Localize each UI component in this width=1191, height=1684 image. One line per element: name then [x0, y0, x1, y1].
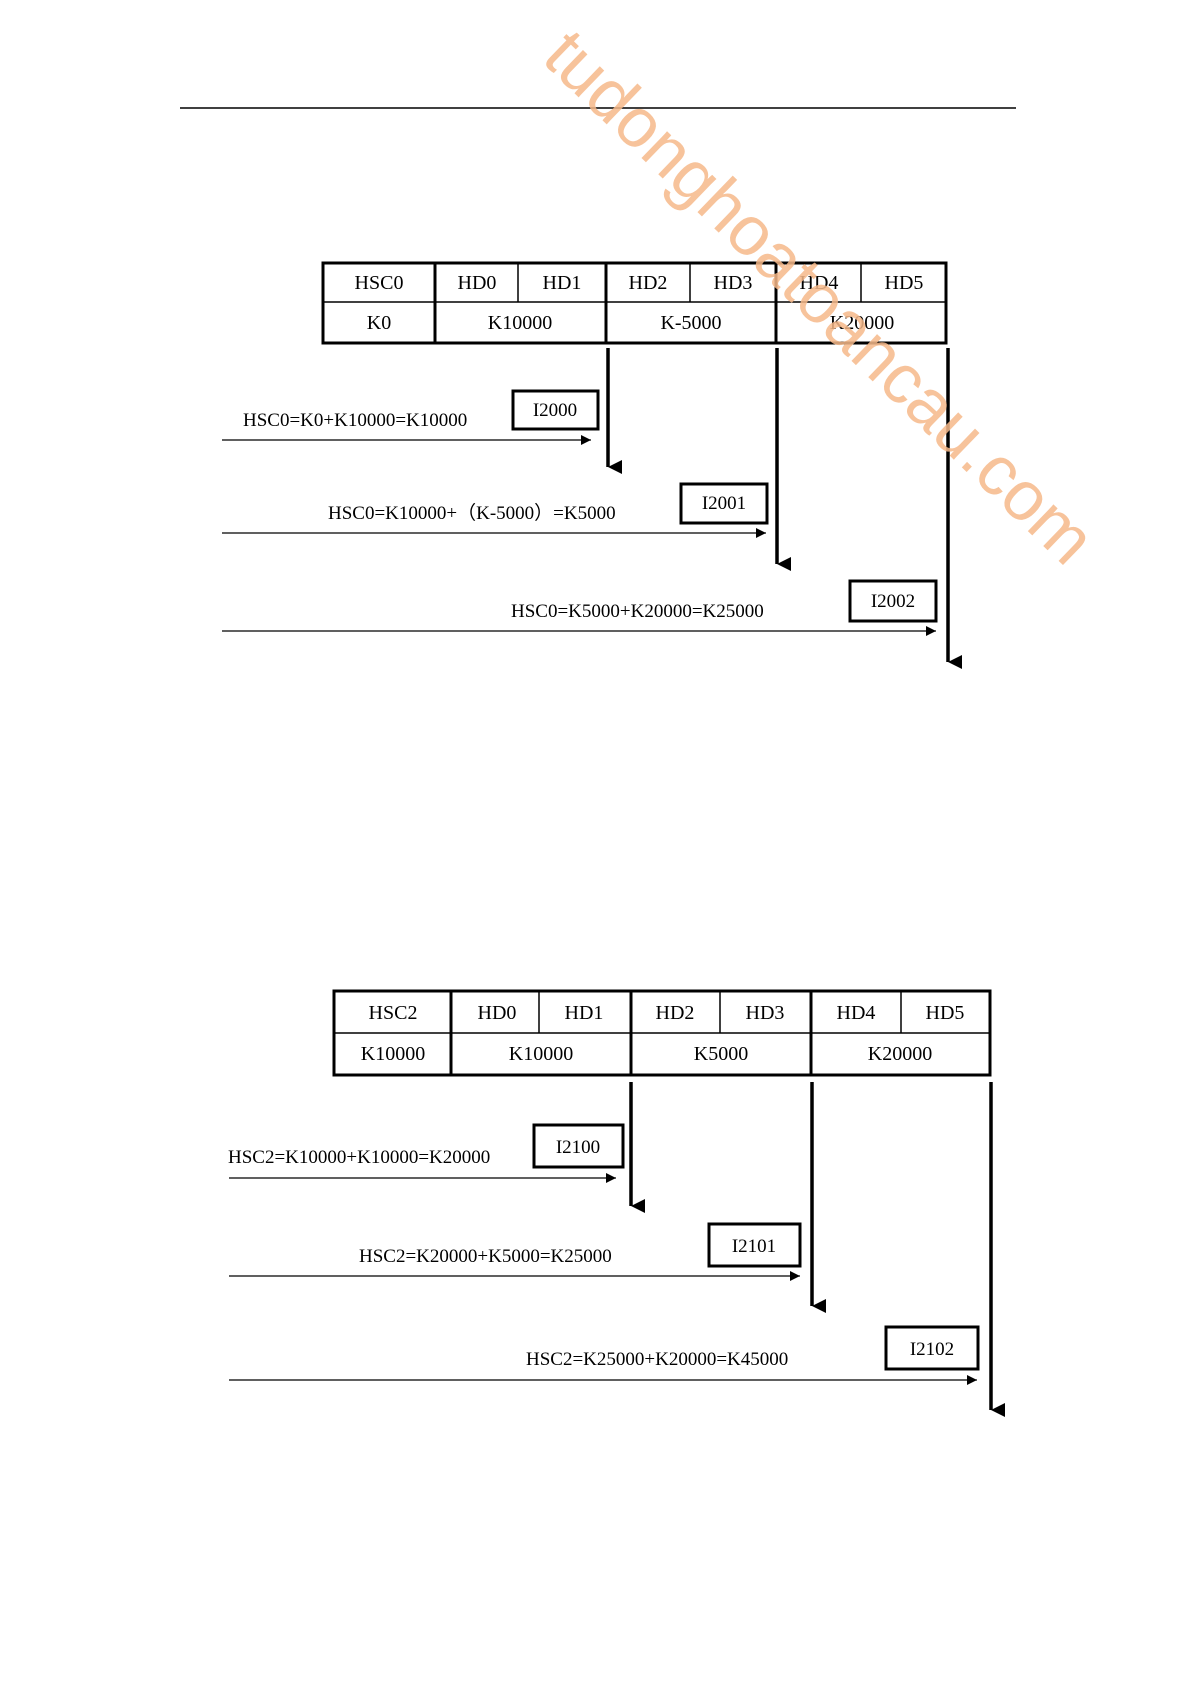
register-cell: HD1: [543, 272, 582, 294]
diagram-1: HSC0 HD0 HD1 HD2 HD3 HD4 HD5 K0 K10000 K…: [222, 261, 962, 669]
value-cell: K5000: [694, 1043, 748, 1065]
register-cell: HD0: [458, 272, 497, 294]
value-cell: K10000: [361, 1043, 425, 1065]
interrupt-box: [679, 482, 769, 525]
interrupt-box: [511, 389, 600, 431]
register-cell: HD2: [656, 1002, 695, 1024]
register-cell: HD0: [478, 1002, 517, 1024]
register-cell: HD5: [885, 272, 924, 294]
register-cell: HSC0: [355, 272, 404, 294]
interrupt-label: I2102: [910, 1339, 954, 1360]
interrupt-box: [707, 1222, 802, 1268]
register-table: HSC2 HD0 HD1 HD2 HD3 HD4 HD5 K10000 K100…: [332, 989, 992, 1077]
interrupt-box: [532, 1123, 625, 1169]
value-cell: K10000: [488, 312, 552, 334]
register-table: HSC0 HD0 HD1 HD2 HD3 HD4 HD5 K0 K10000 K…: [321, 261, 948, 345]
table-border: [321, 261, 948, 345]
value-cell: K10000: [509, 1043, 573, 1065]
register-cell: HD4: [837, 1002, 876, 1024]
interrupt-label: I2002: [871, 591, 915, 612]
step-equation: HSC0=K0+K10000=K10000: [243, 410, 467, 431]
register-cell: HD1: [565, 1002, 604, 1024]
step-equation: HSC2=K20000+K5000=K25000: [359, 1246, 612, 1267]
value-cell: K-5000: [660, 312, 721, 334]
interrupt-box: [848, 579, 938, 623]
interrupt-label: I2000: [533, 400, 577, 421]
interrupt-label: I2100: [556, 1137, 600, 1158]
value-cell: K20000: [830, 312, 894, 334]
register-cell: HD3: [746, 1002, 785, 1024]
watermark-text: tudonghoatoancau.com: [530, 15, 1111, 579]
step-equation: HSC0=K5000+K20000=K25000: [511, 601, 764, 622]
diagram-2: HSC2 HD0 HD1 HD2 HD3 HD4 HD5 K10000 K100…: [228, 989, 1005, 1417]
step-equation: HSC0=K10000+（K-5000）=K5000: [328, 502, 616, 524]
register-cell: HD2: [629, 272, 668, 294]
register-cell: HD5: [926, 1002, 965, 1024]
interrupt-label: I2101: [732, 1236, 776, 1257]
step-equation: HSC2=K10000+K10000=K20000: [228, 1147, 490, 1168]
step-equation: HSC2=K25000+K20000=K45000: [526, 1349, 788, 1370]
value-cell: K0: [367, 312, 391, 334]
interrupt-box: [884, 1325, 980, 1371]
register-cell: HD4: [800, 272, 839, 294]
value-cell: K20000: [868, 1043, 932, 1065]
register-cell: HD3: [714, 272, 753, 294]
interrupt-label: I2001: [702, 493, 746, 514]
register-cell: HSC2: [369, 1002, 418, 1024]
